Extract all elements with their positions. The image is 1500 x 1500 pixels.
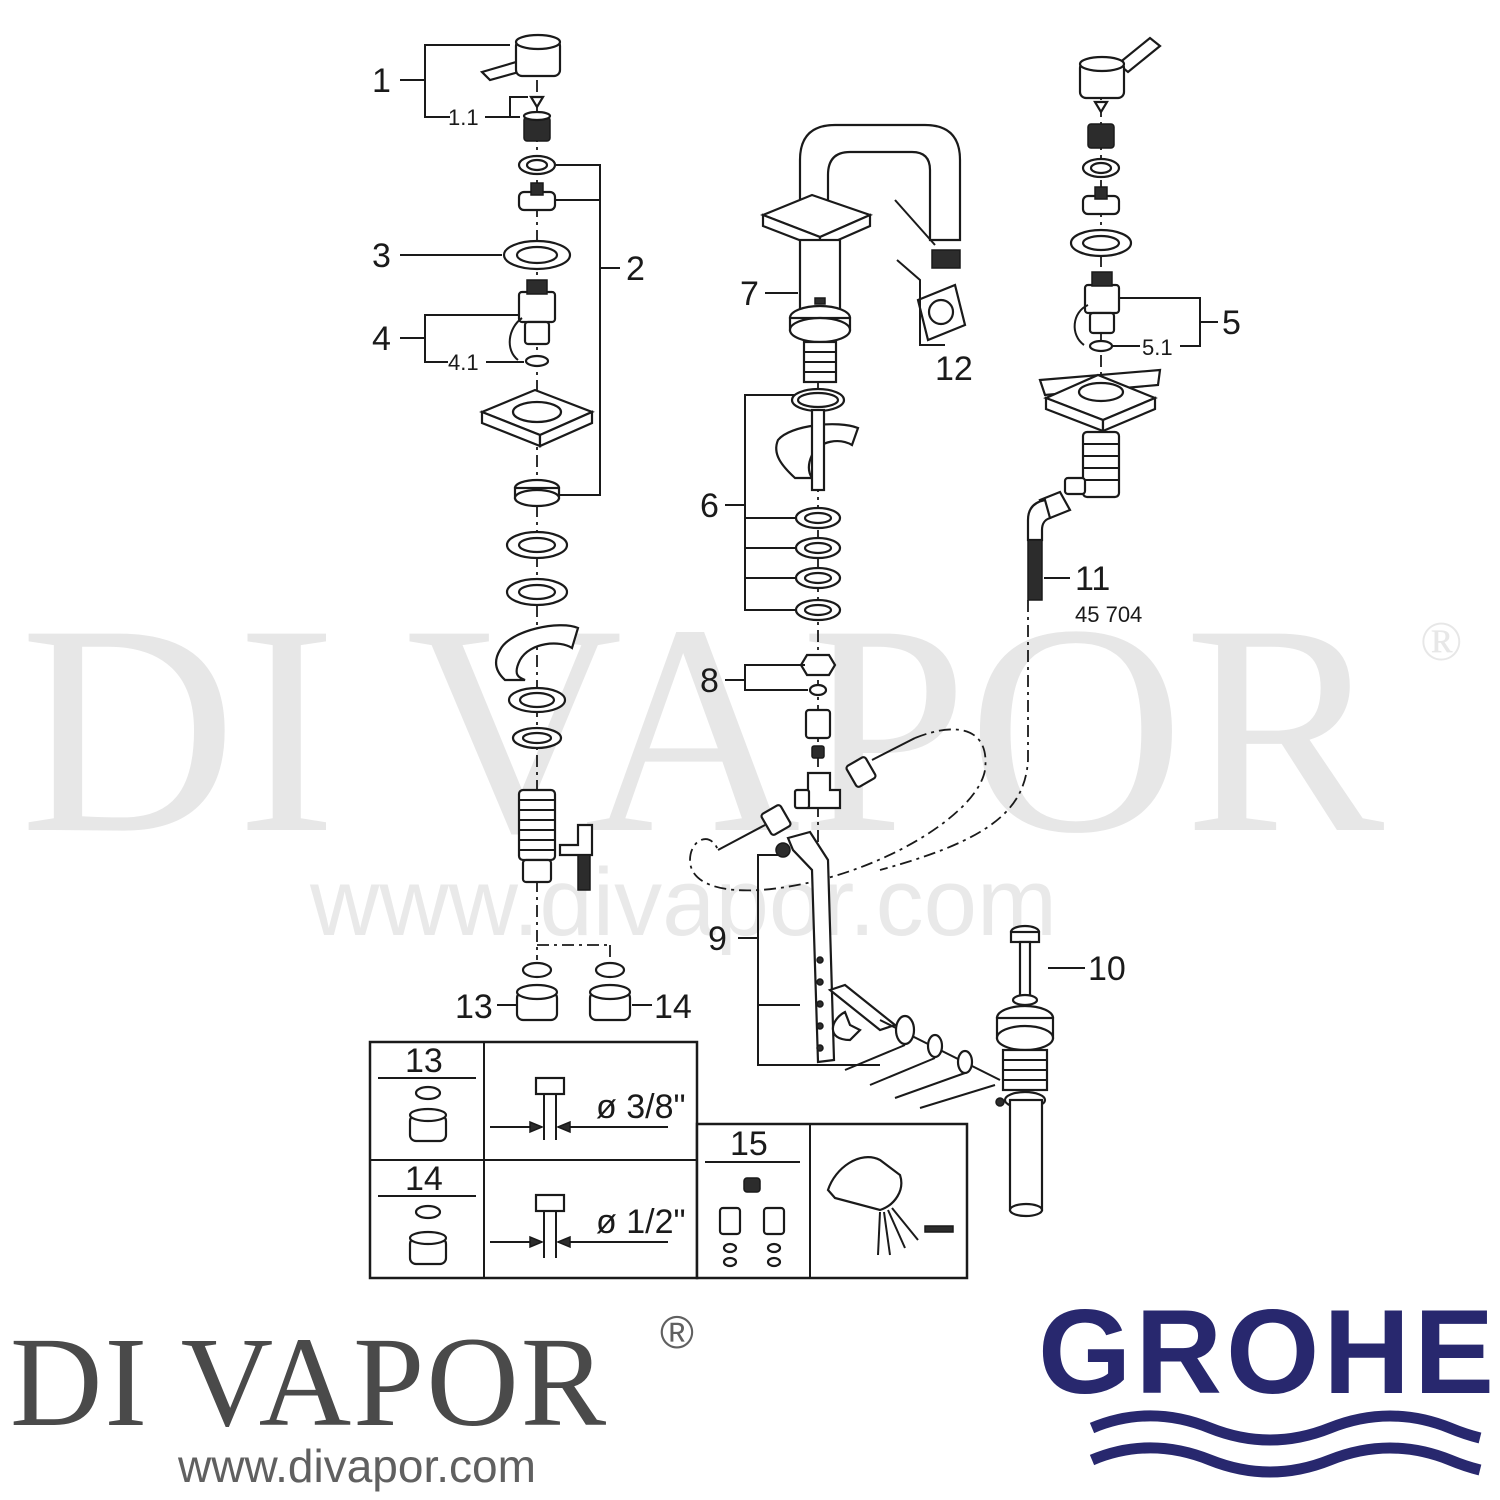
watermark: DI VAPOR ® www.divapor.com [20, 563, 1463, 956]
popup-drain: 10 [995, 924, 1126, 1218]
nut-14 [588, 983, 632, 1022]
callout-8: 8 [700, 662, 719, 700]
spray-aerator-icon [826, 1156, 954, 1256]
callout-5: 5 [1222, 304, 1241, 342]
footer-brand-logo: DI VAPOR [10, 1311, 608, 1453]
table-row-13-diameter: ø 3/8" [596, 1088, 686, 1126]
spout-assembly [689, 123, 1029, 900]
footer-url: www.divapor.com [177, 1440, 536, 1492]
callout-5-1: 5.1 [1142, 335, 1173, 360]
right-callouts: 5 5.1 11 45 704 [1044, 297, 1241, 627]
callout-4-1: 4.1 [448, 350, 479, 375]
watermark-brand: DI VAPOR [20, 563, 1386, 895]
callout-10: 10 [1088, 950, 1126, 988]
callout-4: 4 [372, 320, 391, 358]
nut-13 [515, 983, 559, 1022]
table-row-14-diameter: ø 1/2" [596, 1203, 686, 1241]
right-hose [1027, 539, 1043, 601]
lift-rod-assembly [775, 830, 1001, 1109]
table-row-14-label: 14 [405, 1160, 443, 1198]
callout-2: 2 [626, 250, 645, 288]
callout-1: 1 [372, 62, 391, 100]
left-valve-assembly [479, 33, 632, 1022]
watermark-registered: ® [1420, 611, 1463, 673]
center-callouts: 7 12 6 8 9 [700, 259, 973, 1066]
footer-registered: ® [660, 1306, 694, 1358]
watermark-url: www.divapor.com [309, 849, 1057, 956]
callout-7: 7 [740, 275, 759, 313]
callout-3: 3 [372, 237, 391, 275]
hose-right-inlet [845, 737, 916, 788]
callout-11: 11 [1075, 560, 1110, 598]
right-valve-assembly [1026, 36, 1162, 601]
table-row-13: 13 ø 3/8" [378, 1042, 686, 1143]
left-arrow [508, 317, 523, 361]
table-row-15-label: 15 [730, 1125, 768, 1163]
callout-6: 6 [700, 487, 719, 525]
table-row-14: 14 ø 1/2" [378, 1160, 686, 1266]
grohe-logo: GROHE [1038, 1285, 1498, 1478]
footer: DI VAPOR ® www.divapor.com GROHE [10, 1285, 1498, 1492]
left-callouts: 1 1.1 2 3 4 4.1 13 14 [372, 44, 692, 1026]
left-hose-stub [577, 854, 591, 891]
callout-11-code: 45 704 [1075, 602, 1142, 627]
grohe-wordmark: GROHE [1038, 1285, 1498, 1419]
callout-12: 12 [935, 350, 973, 388]
hose-left-inlet [717, 804, 792, 851]
left-lever-handle [479, 33, 562, 82]
callout-14: 14 [654, 988, 692, 1026]
right-lever-handle [1078, 36, 1162, 100]
table-row-15: 15 [705, 1125, 954, 1268]
callout-1-1: 1.1 [448, 105, 479, 130]
table-row-13-label: 13 [405, 1042, 443, 1080]
callout-13: 13 [455, 988, 493, 1026]
spec-table: 13 ø 3/8" 14 [368, 1040, 969, 1280]
callout-9: 9 [708, 920, 727, 958]
